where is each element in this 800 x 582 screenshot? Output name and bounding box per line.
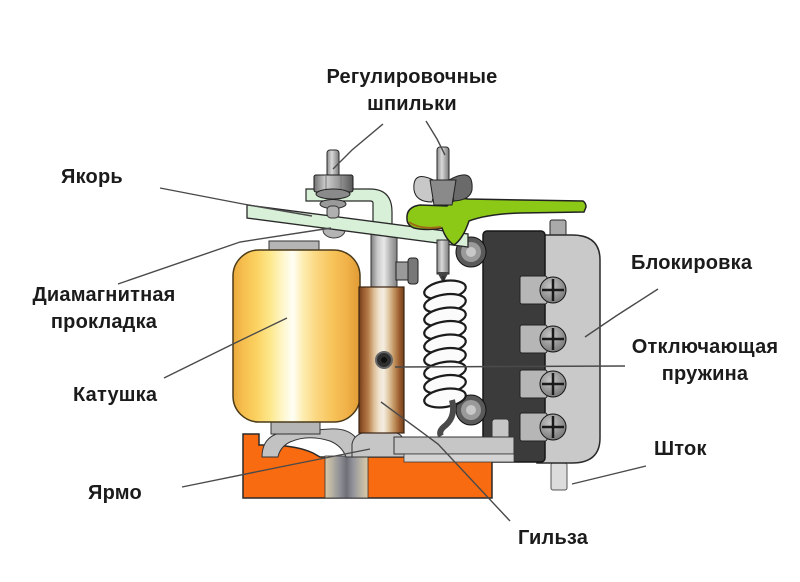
terminal-screw-4 (519, 412, 567, 442)
armature-bar (246, 204, 469, 248)
interlock-top-pin (549, 219, 567, 237)
leader-spacer (117, 227, 332, 285)
interlock-block (536, 219, 601, 491)
leader-spring (394, 365, 626, 368)
contact-block (455, 230, 567, 463)
label-coil: Катушка (73, 384, 158, 406)
label-rod: Шток (654, 438, 707, 460)
leader-studs-right (425, 120, 446, 156)
label-armature: Якорь (61, 166, 123, 188)
leader-coil (163, 317, 288, 379)
lever-shade (408, 221, 442, 229)
adjusting-stud-right-upper (413, 146, 473, 206)
label-diamagnetic-spacer: Диамагнитная прокладка (32, 284, 176, 333)
leader-rod (571, 465, 647, 485)
base-plate (393, 418, 515, 463)
sleeve (358, 286, 405, 434)
leader-studs-left (332, 123, 384, 170)
rod-stem (550, 462, 568, 491)
terminal-screw-1 (519, 275, 567, 305)
sleeve-screw-slot (381, 357, 387, 363)
leader-armature (159, 187, 313, 217)
label-adjusting-studs: Регулировочные шпильки (326, 66, 498, 115)
stud-tip (326, 205, 340, 219)
tube-clamp-bolt (395, 257, 419, 285)
side-bolt-bottom (455, 394, 487, 426)
leader-lock (584, 288, 659, 338)
terminal-screw-3 (519, 369, 567, 399)
core-tube (370, 227, 398, 291)
label-interlock: Блокировка (631, 252, 753, 274)
coil-body (232, 249, 361, 423)
label-sleeve: Гильза (518, 527, 589, 549)
label-release-spring: Отключающая пружина (631, 336, 779, 385)
label-yoke: Ярмо (88, 482, 142, 504)
core-channel (324, 455, 369, 499)
leader-lines (117, 120, 659, 522)
adjusting-stud-left (313, 149, 354, 219)
leader-sleeve (380, 401, 511, 522)
spring-hook (437, 399, 457, 438)
leader-yoke (181, 448, 371, 488)
terminal-screw-2 (519, 324, 567, 354)
washer-top (315, 188, 351, 200)
coil (232, 240, 361, 435)
wing-nut-center (429, 179, 457, 206)
